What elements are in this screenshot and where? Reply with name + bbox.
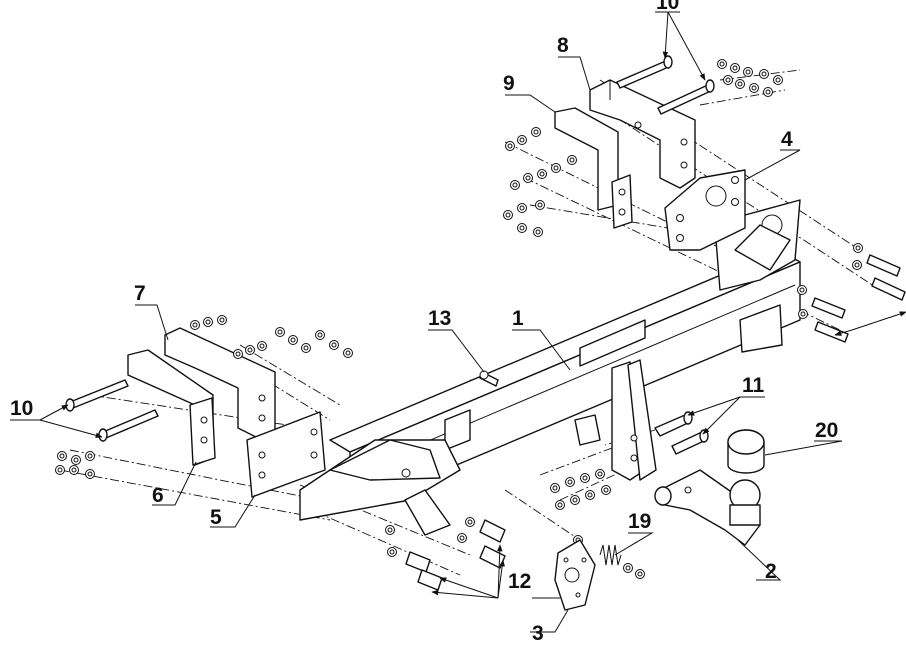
leader-lines: [10, 11, 906, 633]
label-part-6: 6: [152, 484, 164, 507]
label-part-13: 13: [428, 307, 451, 330]
bolts-12: [405, 519, 506, 591]
nuts-washers-center: [550, 469, 611, 545]
label-part-20: 20: [815, 419, 838, 442]
label-part-3: 3: [532, 622, 544, 645]
label-part-11: 11: [742, 374, 765, 397]
label-part-9: 9: [503, 72, 515, 95]
bolts-right-side: [797, 243, 906, 343]
label-part-12: 12: [508, 570, 531, 593]
label-part-10-top: 10: [656, 0, 679, 14]
label-part-19: 19: [628, 510, 651, 533]
bolts-11: [654, 411, 709, 455]
bracket-7: [164, 327, 276, 439]
label-part-1: 1: [512, 307, 524, 330]
bolt-13: [479, 370, 499, 387]
label-part-10-left: 10: [10, 397, 33, 420]
bracket-4: [664, 169, 746, 251]
bolts-10-left: [65, 379, 159, 442]
spring-19: [599, 544, 645, 579]
bracket-5: [246, 411, 326, 498]
main-crossbar: [299, 199, 801, 536]
nuts-washers-upper-left: [503, 127, 577, 237]
label-part-2: 2: [765, 560, 777, 583]
bracket-6: [127, 349, 216, 466]
bracket-8: [589, 79, 696, 189]
socket-plate-3: [554, 539, 596, 611]
label-part-4: 4: [781, 128, 793, 151]
label-part-7: 7: [134, 282, 146, 305]
label-part-5: 5: [210, 506, 222, 529]
bolts-10-top: [616, 55, 715, 115]
bracket-9: [554, 107, 633, 229]
label-part-8: 8: [557, 34, 569, 57]
ball-cap-20: [727, 429, 765, 474]
towball-neck-2: [654, 469, 761, 546]
nuts-washers-top-right: [717, 59, 783, 97]
